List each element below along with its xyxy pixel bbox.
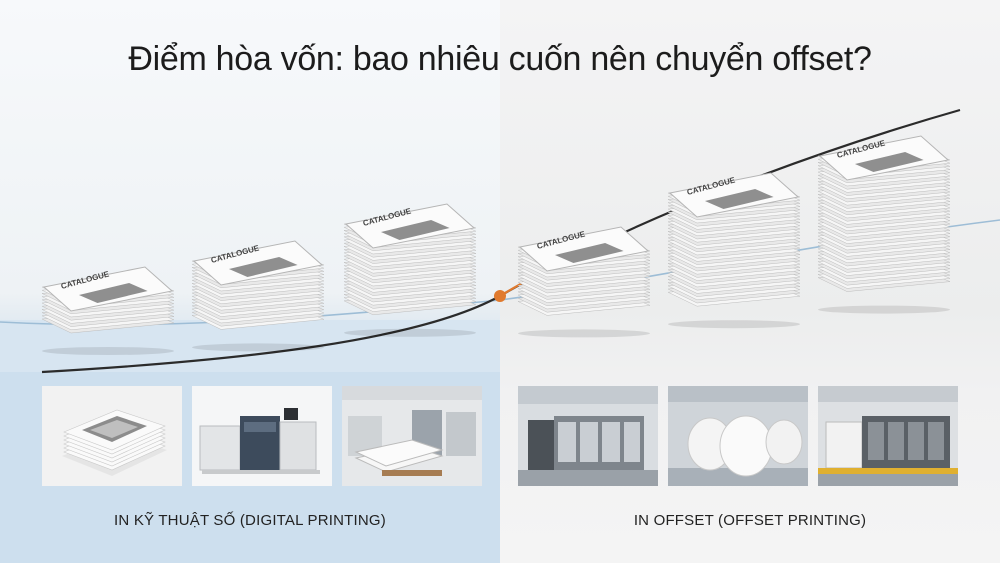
catalogue-stack-3: CATALOGUE	[343, 195, 477, 337]
offset-press-photo	[518, 386, 658, 486]
catalogue-stack-graphic: CATALOGUE	[343, 203, 477, 337]
digital-press-photo	[192, 386, 332, 486]
catalogue-stack-6: CATALOGUE	[817, 127, 951, 314]
catalogue-stack-photo	[42, 386, 182, 486]
catalogue-stack-5: CATALOGUE	[667, 164, 801, 329]
catalogue-stack-graphic: CATALOGUE	[41, 266, 175, 355]
digital-printing-caption: IN KỸ THUẬT SỐ (DIGITAL PRINTING)	[114, 512, 386, 529]
catalogue-stack-graphic: CATALOGUE	[191, 240, 325, 352]
catalogue-stack-4: CATALOGUE	[517, 218, 651, 338]
catalogue-stack-graphic: CATALOGUE	[667, 172, 801, 329]
catalogue-stack-1: CATALOGUE	[41, 258, 175, 355]
catalogue-stack-graphic: CATALOGUE	[817, 135, 951, 314]
page-title: Điểm hòa vốn: bao nhiêu cuốn nên chuyển …	[128, 40, 872, 78]
offset-press-line-photo	[818, 386, 958, 486]
break-even-marker	[494, 290, 506, 302]
catalogue-stack-2: CATALOGUE	[191, 232, 325, 352]
catalogue-stack-graphic: CATALOGUE	[517, 226, 651, 338]
print-shop-photo	[342, 386, 482, 486]
paper-rolls-photo	[668, 386, 808, 486]
offset-printing-caption: IN OFFSET (OFFSET PRINTING)	[633, 512, 867, 529]
